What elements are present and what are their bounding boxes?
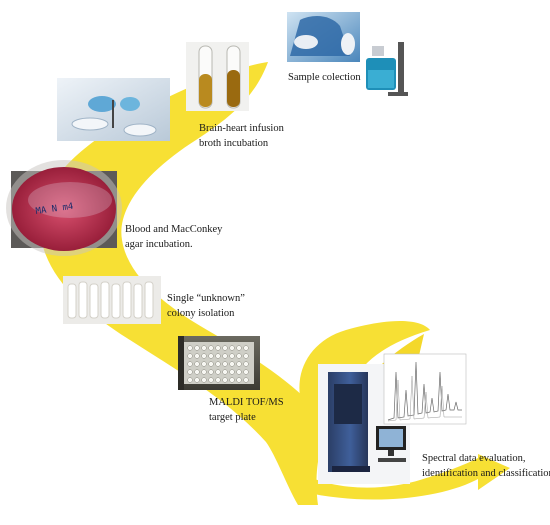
lab-bench-photo — [57, 78, 170, 141]
maldi-target-plate-photo — [178, 336, 260, 390]
mass-spectrum-plot — [383, 353, 467, 425]
step-label-colony: Single “unknown”colony isolation — [167, 293, 245, 319]
sample-collection-photo — [287, 12, 408, 96]
agar-plate-photo: MA N m4 — [6, 160, 122, 256]
step-label-sample: Sample colection — [288, 72, 361, 83]
broth-tubes-photo — [186, 42, 249, 111]
step-label-spectral: Spectral data evaluation,identification … — [422, 453, 550, 479]
colony-vials-photo — [63, 276, 161, 324]
